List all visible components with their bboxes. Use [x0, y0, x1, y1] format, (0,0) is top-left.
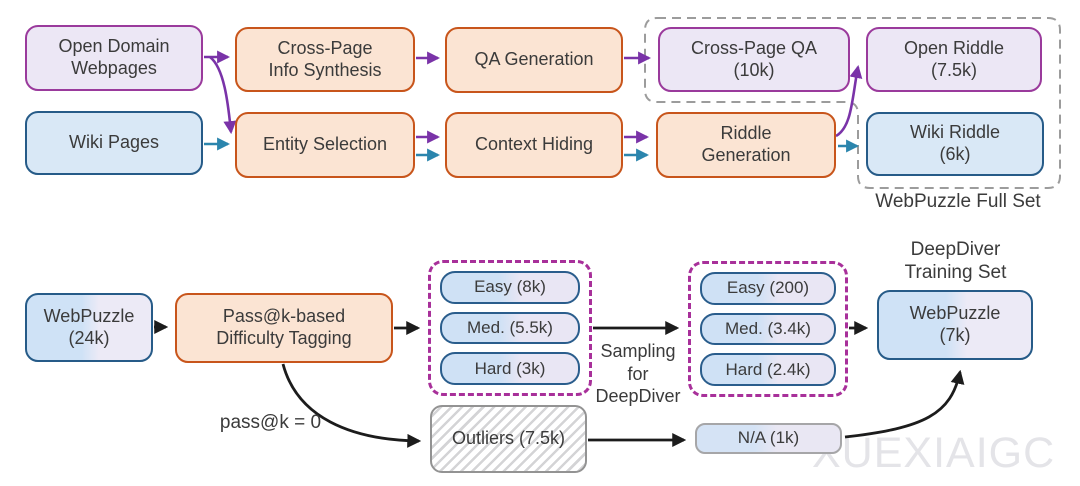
pill-easy-200: Easy (200): [700, 272, 836, 305]
node-webpuzzle-24k: WebPuzzle (24k): [25, 293, 153, 362]
node-outliers-7-5k: Outliers (7.5k): [430, 405, 587, 473]
node-entity-selection: Entity Selection: [235, 112, 415, 178]
node-wiki-riddle-6k: Wiki Riddle (6k): [866, 112, 1044, 176]
pill-hard-2-4k: Hard (2.4k): [700, 353, 836, 387]
node-passk-difficulty-tagging: Pass@k-based Difficulty Tagging: [175, 293, 393, 363]
pill-med-5-5k: Med. (5.5k): [440, 311, 580, 345]
node-cross-page-info-synthesis: Cross-Page Info Synthesis: [235, 27, 415, 92]
pill-hard-3k: Hard (3k): [440, 352, 580, 386]
node-open-domain-webpages: Open Domain Webpages: [25, 25, 203, 91]
node-na-1k: N/A (1k): [695, 423, 842, 454]
node-open-riddle-7-5k: Open Riddle (7.5k): [866, 27, 1042, 92]
node-webpuzzle-7k: WebPuzzle (7k): [877, 290, 1033, 360]
label-webpuzzle-full-set: WebPuzzle Full Set: [875, 191, 1041, 212]
pill-med-3-4k: Med. (3.4k): [700, 312, 836, 346]
group-difficulty-tagged: Easy (8k) Med. (5.5k) Hard (3k): [428, 260, 592, 396]
full-set-dashed-outline: [644, 17, 1061, 189]
label-sampling-for-deepdiver: Sampling for DeepDiver: [595, 341, 681, 406]
node-riddle-generation: Riddle Generation: [656, 112, 836, 178]
label-deepdiver-training-set: DeepDiver Training Set: [904, 239, 1007, 283]
node-wiki-pages: Wiki Pages: [25, 111, 203, 175]
node-context-hiding: Context Hiding: [445, 112, 623, 178]
node-qa-generation: QA Generation: [445, 27, 623, 93]
pill-easy-8k: Easy (8k): [440, 271, 580, 304]
label-passk-zero: pass@k = 0: [219, 412, 322, 433]
group-sampled: Easy (200) Med. (3.4k) Hard (2.4k): [688, 261, 848, 397]
node-cross-page-qa-10k: Cross-Page QA (10k): [658, 27, 850, 92]
